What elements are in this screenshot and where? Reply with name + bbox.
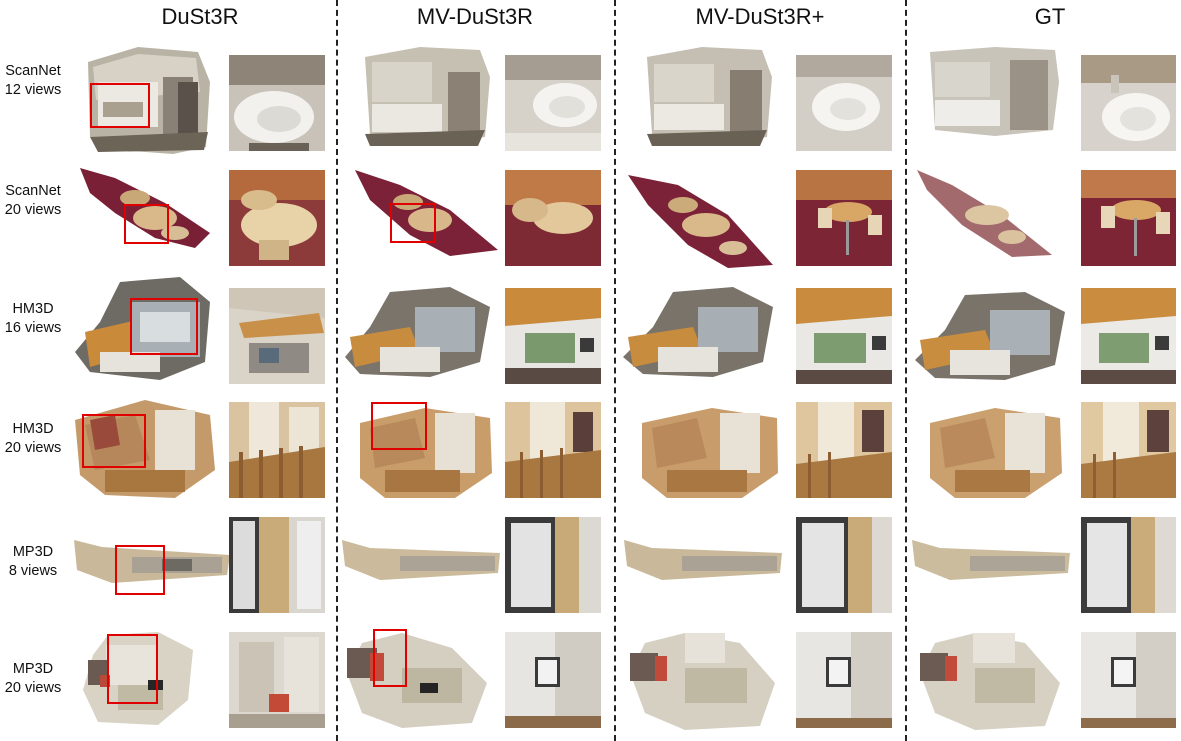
point-cloud-render <box>74 540 230 583</box>
zoomed-crop <box>1081 632 1176 728</box>
zoomed-crop <box>505 288 601 384</box>
zoomed-crop <box>796 632 892 728</box>
zoomed-crop <box>796 55 892 151</box>
point-cloud-render <box>365 47 490 146</box>
point-cloud-render <box>624 540 782 580</box>
zoomed-crop <box>505 517 601 613</box>
highlight-box <box>130 298 198 355</box>
point-cloud-render <box>345 287 490 377</box>
zoomed-crop <box>1081 517 1176 613</box>
zoomed-crop <box>796 402 892 498</box>
point-cloud-render <box>623 287 773 377</box>
point-cloud-render <box>915 292 1065 380</box>
point-cloud-render <box>647 47 772 146</box>
zoomed-crop <box>796 517 892 613</box>
point-cloud-render <box>83 632 193 725</box>
point-cloud-render <box>930 47 1059 136</box>
zoomed-crop <box>229 55 325 151</box>
zoomed-crop <box>1081 55 1176 151</box>
column-header-gt: GT <box>1034 4 1066 29</box>
zoomed-crop <box>796 170 892 266</box>
highlight-box <box>115 545 165 595</box>
zoomed-crop <box>229 402 325 498</box>
point-cloud-render <box>917 170 1052 257</box>
highlight-box <box>371 402 427 450</box>
point-cloud-render <box>628 175 773 268</box>
highlight-box <box>124 204 169 244</box>
point-cloud-render <box>75 400 215 498</box>
point-cloud-render <box>630 633 775 730</box>
zoomed-crop <box>505 55 601 151</box>
column-separator <box>905 0 907 741</box>
highlight-box <box>107 634 158 704</box>
zoomed-crop <box>229 632 325 728</box>
point-cloud-render <box>642 408 778 498</box>
highlight-box <box>90 83 150 128</box>
column-separator <box>336 0 338 741</box>
zoomed-crop <box>1081 288 1176 384</box>
column-header-mv-dust3r-plus: MV-DuSt3R+ <box>695 4 825 29</box>
zoomed-crop <box>1081 402 1176 498</box>
point-cloud-render <box>355 170 498 256</box>
highlight-box <box>390 203 436 243</box>
point-cloud-render <box>347 633 487 728</box>
zoomed-crop <box>505 170 601 266</box>
zoomed-crop <box>229 517 325 613</box>
zoomed-crop <box>229 288 325 384</box>
point-cloud-render <box>912 540 1070 580</box>
point-cloud-render <box>342 540 500 580</box>
column-separator <box>614 0 616 741</box>
column-header-mv-dust3r: MV-DuSt3R <box>416 4 534 29</box>
highlight-box <box>82 414 146 468</box>
point-cloud-render <box>920 633 1060 730</box>
zoomed-crop <box>229 170 325 266</box>
zoomed-crop <box>505 632 601 728</box>
zoomed-crop <box>505 402 601 498</box>
zoomed-crop <box>1081 170 1176 266</box>
point-cloud-render <box>930 408 1062 498</box>
column-header-dust3r: DuSt3R <box>161 4 239 29</box>
point-cloud-render <box>360 408 492 498</box>
zoomed-crop <box>796 288 892 384</box>
highlight-box <box>373 629 407 687</box>
